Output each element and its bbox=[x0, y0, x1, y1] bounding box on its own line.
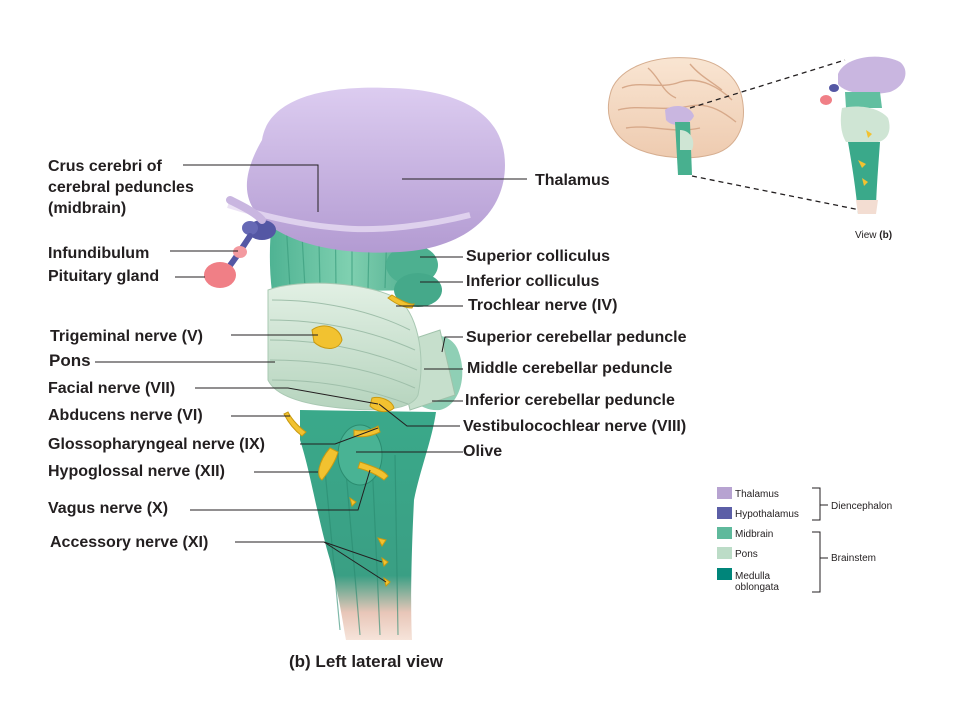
label-inferior-colliculus: Inferior colliculus bbox=[466, 273, 600, 290]
legend-label-thalamus: Thalamus bbox=[735, 489, 779, 500]
pons bbox=[267, 282, 422, 411]
label-glossopharyngeal-nerve: Glossopharyngeal nerve (IX) bbox=[48, 436, 265, 453]
figure-caption: (b) Left lateral view bbox=[289, 652, 443, 671]
inset-view-text: View bbox=[855, 230, 880, 241]
label-accessory-nerve: Accessory nerve (XI) bbox=[50, 534, 209, 551]
cranial-nerves bbox=[283, 294, 415, 587]
label-trigeminal-nerve: Trigeminal nerve (V) bbox=[50, 328, 203, 345]
label-abducens-nerve: Abducens nerve (VI) bbox=[48, 407, 203, 424]
label-superior-cerebellar-peduncle: Superior cerebellar peduncle bbox=[466, 329, 687, 346]
label-middle-cerebellar-peduncle: Middle cerebellar peduncle bbox=[467, 360, 673, 377]
inset-brain bbox=[607, 57, 744, 175]
legend-swatch-hypothalamus bbox=[717, 507, 732, 519]
medulla-oblongata bbox=[300, 410, 436, 640]
inset-view-label: View (b) bbox=[855, 230, 892, 241]
legend-label-hypothalamus: Hypothalamus bbox=[735, 509, 799, 520]
legend-brackets bbox=[812, 487, 828, 593]
legend-group-diencephalon: Diencephalon bbox=[831, 501, 893, 512]
legend-label-pons: Pons bbox=[735, 549, 758, 560]
label-vestibulocochlear-nerve: Vestibulocochlear nerve (VIII) bbox=[463, 418, 687, 435]
legend-group-brainstem: Brainstem bbox=[831, 553, 877, 564]
inset-zoom-lines bbox=[689, 59, 871, 213]
label-trochlear-nerve: Trochlear nerve (IV) bbox=[468, 297, 618, 314]
label-infundibulum: Infundibulum bbox=[48, 245, 150, 262]
label-vagus-nerve: Vagus nerve (X) bbox=[48, 500, 169, 517]
legend-swatch-medulla bbox=[717, 568, 732, 580]
legend-swatch-midbrain bbox=[717, 527, 732, 539]
label-facial-nerve: Facial nerve (VII) bbox=[48, 380, 176, 397]
legend-label-medulla: Medulla oblongata bbox=[735, 571, 779, 593]
label-thalamus: Thalamus bbox=[535, 172, 610, 189]
label-hypoglossal-nerve: Hypoglossal nerve (XII) bbox=[48, 463, 225, 480]
label-pons: Pons bbox=[49, 351, 91, 370]
hypothalamus bbox=[226, 196, 276, 240]
label-inferior-cerebellar-peduncle: Inferior cerebellar peduncle bbox=[465, 392, 675, 409]
label-crus-cerebri: Crus cerebri of cerebral peduncles (midb… bbox=[48, 158, 194, 217]
inset-brainstem bbox=[820, 56, 906, 214]
legend-swatch-pons bbox=[717, 547, 732, 559]
pituitary-gland bbox=[204, 246, 247, 288]
label-superior-colliculus: Superior colliculus bbox=[466, 248, 611, 265]
label-olive: Olive bbox=[463, 443, 503, 460]
label-pituitary-gland: Pituitary gland bbox=[48, 268, 160, 285]
leader-lines bbox=[95, 164, 527, 583]
inset-view-ref: (b) bbox=[879, 230, 893, 241]
legend-swatch-thalamus bbox=[717, 487, 732, 499]
legend-label-midbrain: Midbrain bbox=[735, 529, 774, 540]
